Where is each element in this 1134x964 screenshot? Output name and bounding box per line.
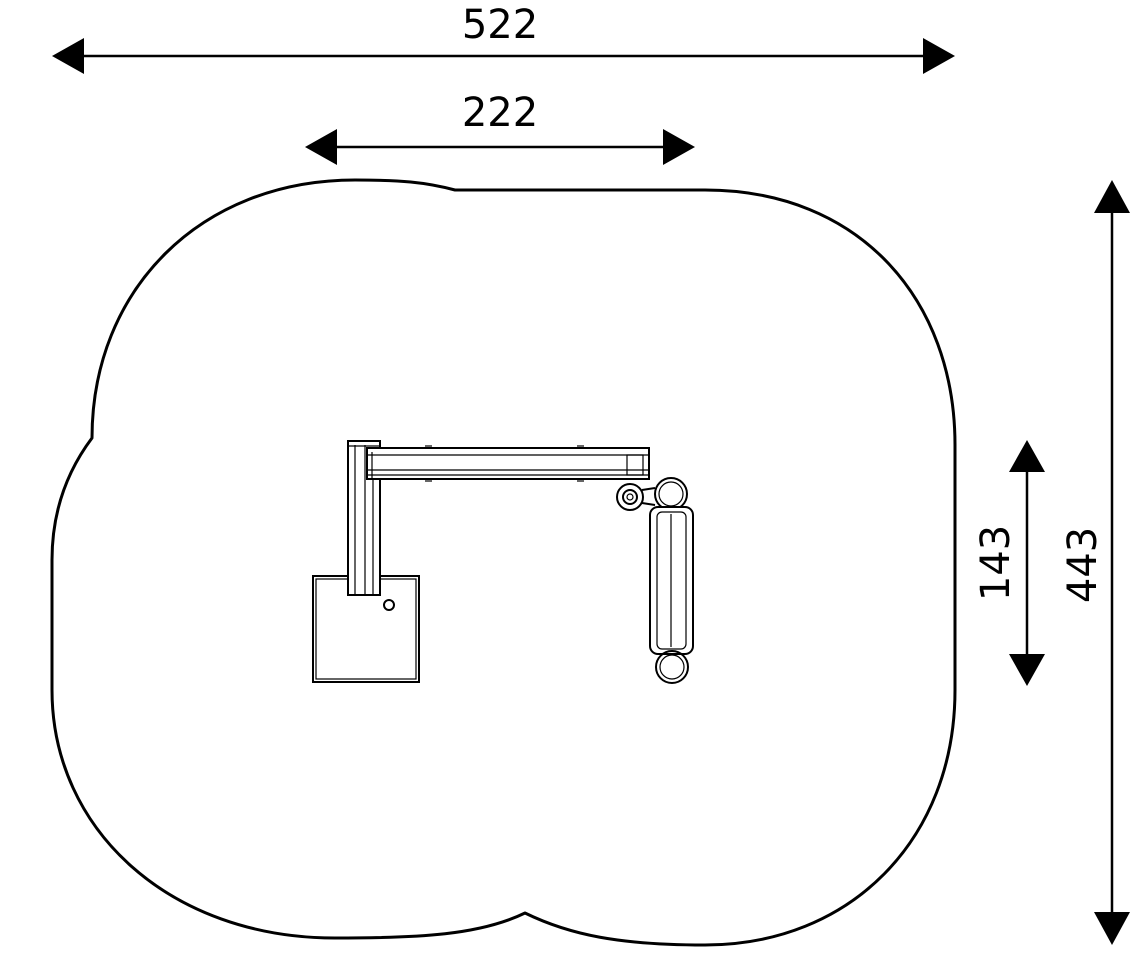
pivot-link [641,487,656,491]
pivot-outer [616,483,644,511]
arrowhead-bottom [1009,654,1045,686]
seat-inner [656,511,687,650]
bolt-hole [383,599,395,611]
seat-bottom-ring-inner [659,654,685,680]
dimension-overall-depth: 443 [1060,180,1130,945]
seat-top-ring [654,477,688,511]
dimension-inner-depth: 143 [973,440,1045,686]
pivot-link [641,502,656,506]
arrowhead-top [1009,440,1045,472]
pivot-inner [622,489,638,505]
safety-zone-outline [50,178,957,947]
seat-bottom-ring [655,650,689,684]
dimension-label-inner-width: 222 [462,90,538,136]
seat-top-ring-inner [658,481,684,507]
pivot-center [626,493,634,501]
arrowhead-right [663,129,695,165]
arrowhead-top [1094,180,1130,213]
arrowhead-right [923,38,955,74]
arrowhead-bottom [1094,912,1130,945]
dimension-inner-width: 222 [305,90,695,165]
dimension-overall-width: 522 [52,2,955,74]
beam [366,447,650,480]
dimension-label-inner-depth: 143 [973,525,1019,601]
dimension-label-overall-depth: 443 [1060,527,1106,603]
dimension-label-overall-width: 522 [462,2,538,48]
equipment-top-view [312,440,694,684]
arrowhead-left [52,38,84,74]
arrowhead-left [305,129,337,165]
beam-end-cap [626,454,644,476]
